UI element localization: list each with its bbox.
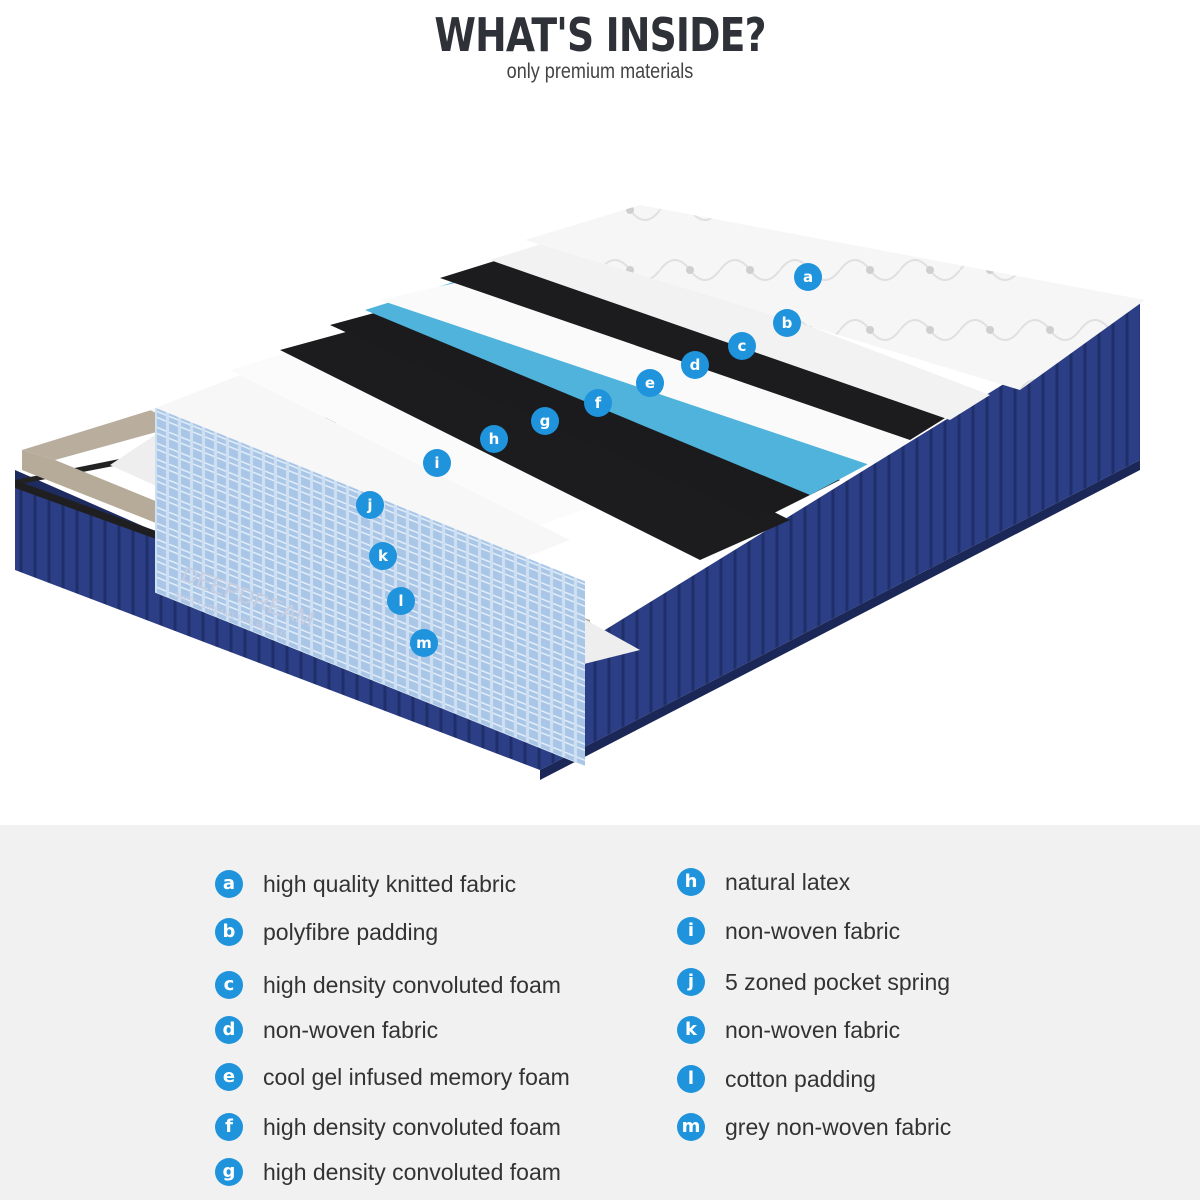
legend-item-a: a high quality knitted fabric xyxy=(215,870,516,898)
legend-item-e: e cool gel infused memory foam xyxy=(215,1063,570,1091)
svg-text:c: c xyxy=(738,337,747,355)
legend-item-f: f high density convoluted foam xyxy=(215,1113,561,1141)
svg-text:j: j xyxy=(366,496,372,514)
page-subtitle: only premium materials xyxy=(506,60,694,83)
legend-item-k: k non-woven fabric xyxy=(677,1016,900,1044)
legend-item-d: d non-woven fabric xyxy=(215,1016,438,1044)
marker-b: b xyxy=(773,309,801,337)
legend-badge: c xyxy=(215,971,243,999)
marker-e: e xyxy=(636,369,664,397)
layer-markers: a b c d e f g h i j k l m xyxy=(356,263,822,657)
legend-label: non-woven fabric xyxy=(263,1016,439,1043)
legend-label: natural latex xyxy=(725,868,851,895)
marker-c: c xyxy=(728,332,756,360)
legend-label: non-woven fabric xyxy=(725,1016,901,1043)
legend-item-j: j 5 zoned pocket spring xyxy=(677,968,950,996)
legend-item-m: m grey non-woven fabric xyxy=(677,1113,951,1141)
legend-badge: j xyxy=(677,968,705,996)
legend-label: 5 zoned pocket spring xyxy=(725,968,951,995)
legend-badge: g xyxy=(215,1158,243,1186)
svg-text:a: a xyxy=(803,268,813,286)
legend-badge: a xyxy=(215,870,243,898)
svg-text:i: i xyxy=(434,454,439,472)
legend-item-l: l cotton padding xyxy=(677,1065,876,1093)
svg-text:k: k xyxy=(378,547,389,565)
legend-item-c: c high density convoluted foam xyxy=(215,971,561,999)
svg-text:g: g xyxy=(540,412,551,430)
marker-j: j xyxy=(356,491,384,519)
legend-label: high density convoluted foam xyxy=(263,1113,561,1140)
marker-i: i xyxy=(423,449,451,477)
legend-badge: i xyxy=(677,917,705,945)
svg-text:b: b xyxy=(782,314,793,332)
legend-label: high density convoluted foam xyxy=(263,971,561,998)
marker-f: f xyxy=(584,389,612,417)
page-title: WHAT'S INSIDE? xyxy=(434,8,766,62)
legend-badge: l xyxy=(677,1065,705,1093)
legend-label: non-woven fabric xyxy=(725,917,901,944)
svg-text:d: d xyxy=(690,356,701,374)
marker-l: l xyxy=(387,587,415,615)
marker-g: g xyxy=(531,407,559,435)
svg-text:h: h xyxy=(489,430,500,448)
svg-text:l: l xyxy=(398,592,403,610)
legend-item-h: h natural latex xyxy=(677,868,850,896)
svg-text:e: e xyxy=(645,374,655,392)
legend-badge: f xyxy=(215,1113,243,1141)
legend-label: grey non-woven fabric xyxy=(725,1113,952,1140)
marker-h: h xyxy=(480,425,508,453)
svg-text:m: m xyxy=(416,634,432,652)
pocket-springs xyxy=(155,407,585,767)
legend-label: cool gel infused memory foam xyxy=(263,1063,570,1090)
legend-badge: k xyxy=(677,1016,705,1044)
legend-item-i: i non-woven fabric xyxy=(677,917,900,945)
marker-a: a xyxy=(794,263,822,291)
svg-text:f: f xyxy=(595,394,602,412)
legend-label: polyfibre padding xyxy=(263,918,439,945)
layers-legend: a high quality knitted fabric b polyfibre … xyxy=(0,825,1200,1200)
legend-badge: e xyxy=(215,1063,243,1091)
legend-badge: m xyxy=(677,1113,705,1141)
legend-label: cotton padding xyxy=(725,1065,876,1092)
legend-item-b: b polyfibre padding xyxy=(215,918,438,946)
legend-label: high quality knitted fabric xyxy=(263,870,517,897)
legend-label: high density convoluted foam xyxy=(263,1158,561,1185)
marker-d: d xyxy=(681,351,709,379)
legend-badge: h xyxy=(677,868,705,896)
legend-badge: d xyxy=(215,1016,243,1044)
marker-k: k xyxy=(369,542,397,570)
marker-m: m xyxy=(410,629,438,657)
legend-item-g: g high density convoluted foam xyxy=(215,1158,561,1186)
legend-badge: b xyxy=(215,918,243,946)
mattress-illustration: DEEPDREAM SWEET DREAMS LIVE BETTER a b c… xyxy=(15,205,1145,780)
